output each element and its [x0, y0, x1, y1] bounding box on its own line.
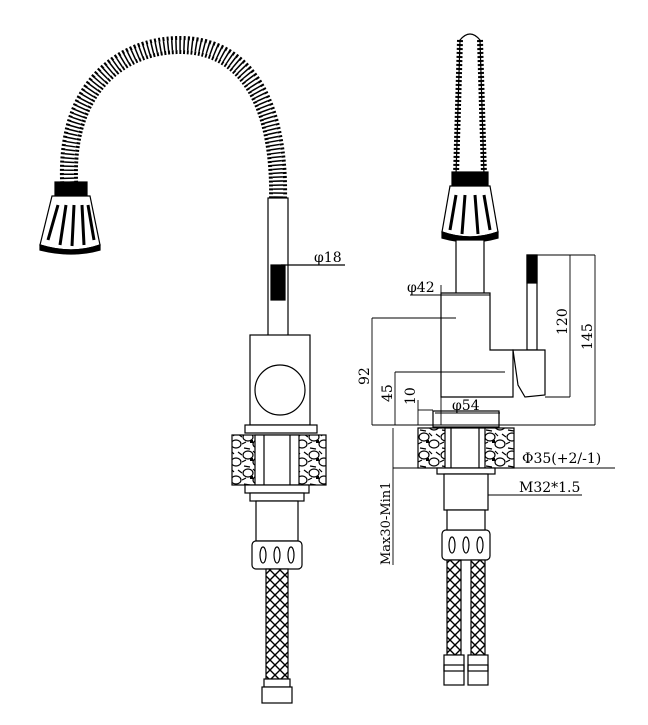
- faucet-body-side: [440, 292, 514, 398]
- supply-hose-left: [446, 559, 462, 656]
- left-view: φ18: [39, 35, 345, 704]
- side-view: φ42 φ54 92 45 10 120 145 Φ35(+2/-1) M32*…: [357, 33, 615, 686]
- base-height-label: 10: [403, 387, 419, 405]
- supply-hose: [265, 568, 289, 680]
- body-height-label: 92: [357, 367, 373, 385]
- counter-thickness-label: Max30-Min1: [379, 482, 394, 565]
- overall-height-label: 145: [580, 323, 596, 350]
- supply-hose-right: [470, 559, 486, 656]
- body-diameter-label: φ42: [407, 280, 435, 296]
- base-diameter-label: φ54: [452, 398, 480, 414]
- handle-length-label: 120: [555, 308, 571, 335]
- spray-head: [39, 181, 101, 255]
- spout-height-label: 45: [380, 384, 396, 402]
- hose-diameter-label: φ18: [314, 250, 342, 266]
- spray-head-side: [441, 171, 499, 243]
- hole-diameter-label: Φ35(+2/-1): [522, 451, 601, 467]
- handle-circle: [254, 364, 306, 416]
- thread-label: M32*1.5: [519, 480, 580, 496]
- dimension-lines: [371, 254, 615, 565]
